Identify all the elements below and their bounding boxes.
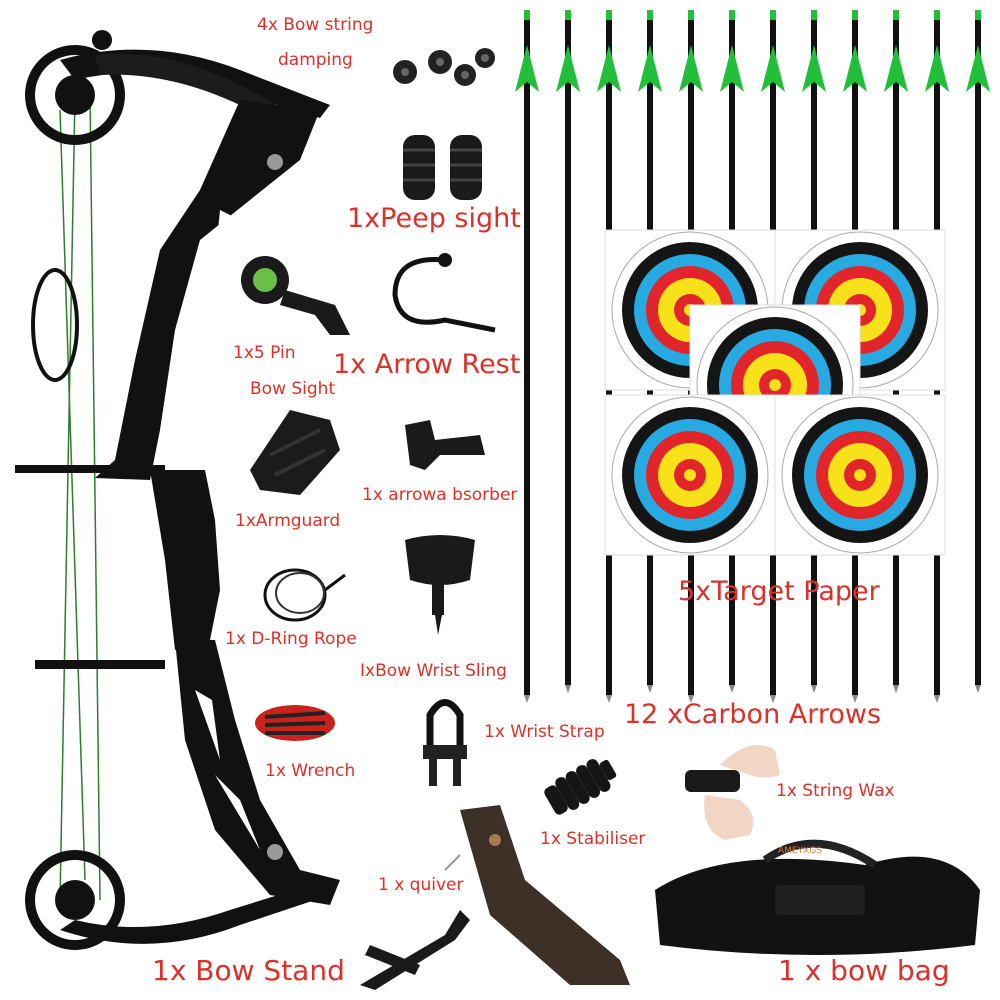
string-damper-icon	[393, 48, 495, 86]
label-d-ring-rope: 1x D-Ring Rope	[225, 629, 357, 649]
bow-bag-icon	[655, 839, 980, 955]
label-wrench: 1x Wrench	[265, 761, 356, 781]
arrow-icon	[515, 10, 539, 703]
label-wrist-sling: IxBow Wrist Sling	[360, 661, 507, 681]
label-stabiliser: 1x Stabiliser	[540, 829, 646, 849]
label-string-damping-2: damping	[278, 50, 353, 70]
armguard-icon	[250, 410, 340, 495]
stabiliser-icon	[544, 759, 617, 815]
string-wax-icon	[685, 745, 780, 840]
arrow-rest-icon	[392, 253, 496, 333]
label-quiver: 1 x quiver	[378, 875, 464, 895]
wrench-icon	[255, 705, 335, 741]
label-pin-sight-2: Bow Sight	[250, 379, 336, 399]
quiver-icon	[444, 805, 630, 985]
bow-sight-icon	[241, 256, 350, 335]
label-bow-bag: 1 x bow bag	[778, 954, 950, 987]
arrow-absorber-icon	[405, 420, 485, 470]
bag-brand-text: AMEYXGS	[778, 846, 822, 856]
arrow-icon	[966, 10, 990, 693]
d-ring-rope-icon	[263, 568, 346, 622]
label-bow-stand: 1x Bow Stand	[152, 954, 345, 987]
target-icon	[774, 394, 946, 556]
target-papers	[604, 229, 946, 556]
peep-sight-icon	[403, 135, 482, 200]
bow-stand-icon	[360, 910, 470, 990]
label-target-paper: 5xTarget Paper	[678, 576, 880, 607]
label-arrow-rest: 1x Arrow Rest	[333, 349, 521, 380]
label-arrow-absorber: 1x arrowa bsorber	[362, 485, 518, 505]
arrow-icon	[556, 10, 580, 693]
label-string-wax: 1x String Wax	[776, 781, 895, 801]
label-string-damping: 4x Bow string	[257, 15, 374, 35]
wrist-strap-icon	[423, 699, 467, 786]
label-wrist-strap: 1x Wrist Strap	[484, 722, 605, 742]
label-carbon-arrows: 12 xCarbon Arrows	[624, 699, 882, 730]
wrist-release-icon	[405, 535, 475, 635]
target-icon	[604, 394, 776, 556]
compound-bow-icon	[15, 30, 340, 950]
label-armguard: 1xArmguard	[235, 511, 341, 531]
label-pin-sight: 1x5 Pin	[233, 343, 296, 363]
label-peep-sight: 1xPeep sight	[347, 203, 521, 234]
